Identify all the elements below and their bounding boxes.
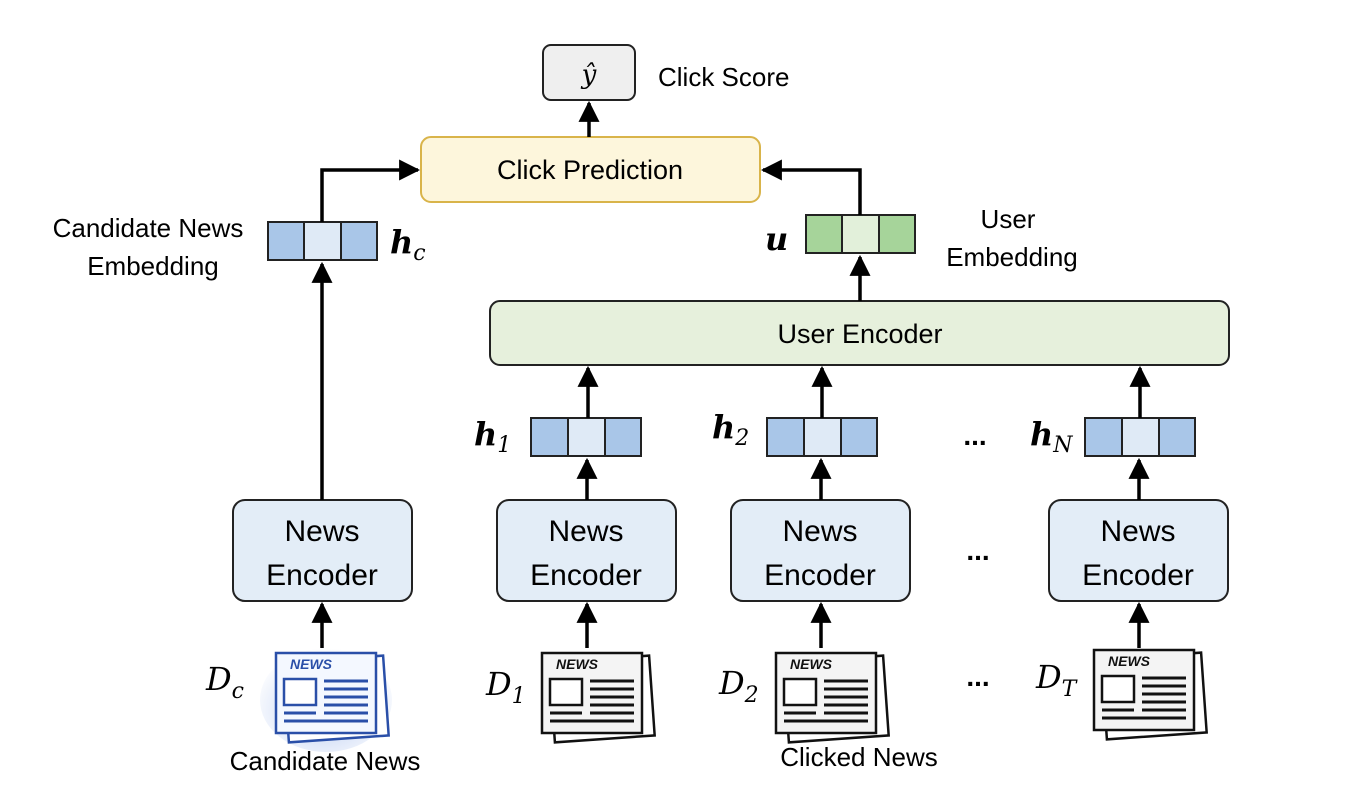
candidate-embedding-vector (267, 221, 378, 261)
ellipsis-vectors: ... (963, 420, 986, 451)
click-score-label: Click Score (658, 62, 789, 92)
encoder-line1: News (1100, 515, 1175, 548)
candidate-encoder-line2: Encoder (266, 559, 378, 592)
clicked-column-n: hN News Encoder DT NEWS (1030, 365, 1229, 741)
user-embedding-vector (805, 214, 916, 254)
click-score-box (542, 44, 636, 101)
user-embedding-label-line1: User (981, 204, 1036, 234)
user-embedding-label-line2: Embedding (946, 242, 1078, 272)
doc-symbol: D1 (485, 665, 526, 709)
svg-text:NEWS: NEWS (1108, 653, 1151, 669)
encoder-line2: Encoder (764, 559, 876, 592)
candidate-doc-symbol: Dc (205, 660, 244, 704)
candidate-encoder-line1: News (284, 515, 359, 548)
candidate-embedding-label-line2: Embedding (87, 251, 219, 281)
candidate-news-caption: Candidate News (230, 746, 421, 776)
arrow-candidate-to-prediction (320, 159, 421, 222)
doc-symbol: DT (1035, 658, 1079, 702)
newspaper-icon: NEWS (774, 651, 891, 744)
doc-symbol: D2 (718, 664, 759, 708)
clicked-vector-symbol: h2 (712, 408, 749, 451)
clicked-vector (766, 417, 878, 457)
candidate-newspaper-icon: NEWS (260, 648, 392, 752)
clicked-column-1: h1 News Encoder D1 NEWS (474, 365, 677, 744)
click-score-symbol: ŷ (581, 60, 597, 90)
user-vector-symbol: u (765, 220, 788, 258)
clicked-vector-symbol: hN (1030, 415, 1073, 458)
encoder-line2: Encoder (1082, 559, 1194, 592)
clicked-vector (1084, 417, 1196, 457)
ellipsis-encoders: ... (966, 535, 989, 566)
svg-text:NEWS: NEWS (790, 656, 833, 672)
user-encoder-label: User Encoder (777, 319, 942, 349)
candidate-vector-symbol: hc (390, 223, 426, 266)
candidate-embedding-label-line1: Candidate News (53, 213, 244, 243)
clicked-vector (530, 417, 642, 457)
encoder-line2: Encoder (530, 559, 642, 592)
clicked-vector-symbol: h1 (474, 415, 511, 458)
encoder-line1: News (548, 515, 623, 548)
svg-text:NEWS: NEWS (556, 656, 599, 672)
svg-text:NEWS: NEWS (290, 656, 333, 672)
arrow-user-to-prediction (760, 159, 862, 215)
clicked-column-2: h2 News Encoder D2 NEWS (712, 365, 911, 744)
newspaper-icon: NEWS (540, 651, 657, 744)
encoder-line1: News (782, 515, 857, 548)
click-prediction-label: Click Prediction (497, 155, 683, 185)
clicked-news-caption: Clicked News (780, 742, 938, 772)
ellipsis-docs: ... (966, 661, 989, 692)
newspaper-icon: NEWS (1092, 648, 1209, 741)
